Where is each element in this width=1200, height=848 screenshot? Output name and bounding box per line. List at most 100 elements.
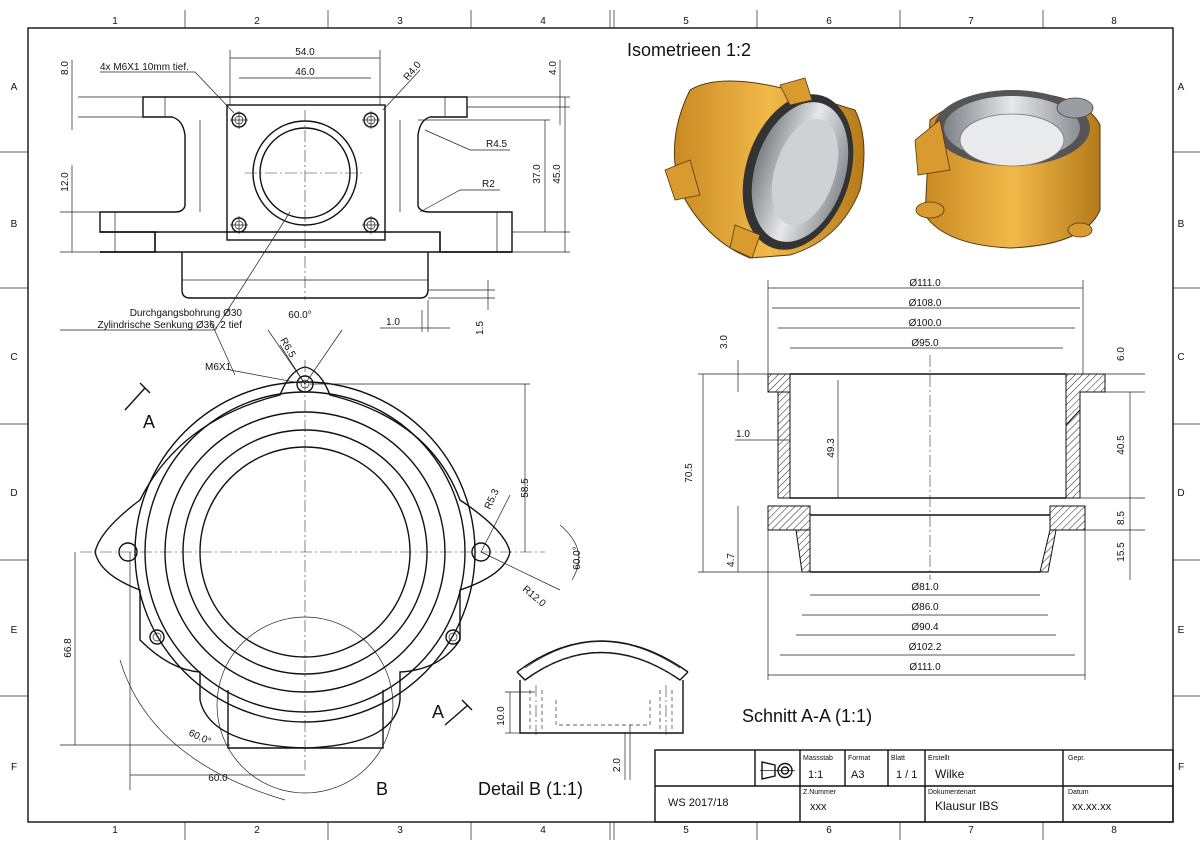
dim-6: 6.0 [1116, 347, 1127, 361]
isometric-view-1 [664, 77, 865, 259]
projection-symbol-icon [760, 761, 795, 780]
dim-493: 49.3 [826, 438, 837, 458]
dim-668: 66.8 [63, 638, 74, 658]
detail-view [505, 640, 689, 780]
row-label: B [11, 219, 18, 230]
detail-title: Detail B (1:1) [478, 779, 583, 799]
datum-label: Datum [1068, 789, 1089, 796]
col-label: 2 [254, 16, 260, 27]
col-label: 1 [112, 825, 118, 836]
col-label: 2 [254, 825, 260, 836]
semester: WS 2017/18 [668, 797, 729, 809]
massstab-label: Massstab [803, 755, 833, 762]
dim-o100: Ø100.0 [909, 318, 942, 329]
dim-o111-top: Ø111.0 [909, 278, 941, 289]
col-label: 1 [112, 16, 118, 27]
dim-o108: Ø108.0 [909, 298, 942, 309]
col-label: 4 [540, 825, 546, 836]
dim-o111-bottom: Ø111.0 [909, 662, 941, 673]
thread-hole [230, 111, 248, 129]
dokart-value: Klausur IBS [935, 799, 998, 813]
dokart-label: Dokumentenart [928, 789, 976, 796]
gepr-label: Gepr. [1068, 755, 1085, 762]
row-label: F [1178, 762, 1184, 773]
top-view [60, 319, 580, 801]
dim-585: 58.5 [520, 478, 531, 498]
dim-54: 54.0 [295, 47, 315, 58]
section-a-lower: A [432, 702, 444, 722]
dim-705: 70.5 [684, 463, 695, 483]
title-block-text: Massstab 1:1 Format A3 Blatt 1 / 1 Erste… [668, 755, 1112, 813]
erstellt-value: Wilke [935, 767, 965, 781]
section-title: Schnitt A-A (1:1) [742, 706, 872, 726]
col-label: 3 [397, 825, 403, 836]
bore-note-1: Durchgangsbohrung Ø30 [130, 308, 243, 319]
dim-405: 40.5 [1116, 435, 1127, 455]
row-label: C [1177, 352, 1184, 363]
dim-37: 37.0 [532, 164, 543, 184]
dim-o1022: Ø102.2 [909, 642, 942, 653]
col-label: 8 [1111, 825, 1117, 836]
dim-15: 1.5 [475, 321, 486, 335]
dim-o95: Ø95.0 [911, 338, 939, 349]
dim-o81: Ø81.0 [911, 582, 939, 593]
detail-dim-10: 10.0 [496, 706, 507, 726]
dim-46: 46.0 [295, 67, 315, 78]
thread-hole [230, 216, 248, 234]
front-view-labels: 4x M6X1 10mm tief. 54.0 46.0 R4.0 R4.5 R… [60, 47, 563, 335]
bore-note-2: Zylindrische Senkung Ø36, 2 tief [97, 320, 242, 331]
dim-45: 45.0 [552, 164, 563, 184]
detail-labels: 10.0 2.0 Detail B (1:1) [478, 706, 623, 799]
col-label: 4 [540, 16, 546, 27]
dim-r12: R12.0 [520, 584, 548, 610]
section-view [698, 280, 1145, 680]
col-label: 6 [826, 825, 832, 836]
dim-47: 4.7 [726, 553, 737, 567]
erstellt-label: Erstellt [928, 755, 949, 762]
dim-r4: R4.0 [402, 59, 424, 83]
row-label: D [10, 488, 17, 499]
thread-hole [362, 216, 380, 234]
znummer-label: Z.Nummer [803, 789, 837, 796]
row-label: B [1178, 219, 1185, 230]
isometric-title: Isometrieen 1:2 [627, 40, 751, 60]
frame-column-labels: 1 2 3 4 5 6 7 8 1 2 3 4 5 6 7 8 [112, 16, 1117, 836]
col-label: 5 [683, 16, 689, 27]
dim-4: 4.0 [548, 61, 559, 75]
section-labels: Ø111.0 Ø108.0 Ø100.0 Ø95.0 3.0 6.0 1.0 4… [684, 278, 1127, 726]
row-label: F [11, 762, 17, 773]
title-block [654, 749, 1174, 823]
znummer-value: xxx [810, 801, 827, 813]
col-label: 7 [968, 16, 974, 27]
row-label: C [10, 352, 17, 363]
detail-b-marker: B [376, 779, 388, 799]
dim-3: 3.0 [719, 335, 730, 349]
row-label: A [1178, 82, 1185, 93]
col-label: 7 [968, 825, 974, 836]
dim-o86: Ø86.0 [911, 602, 939, 613]
dim-155: 15.5 [1116, 542, 1127, 562]
dim-angle-60-right: 60.0° [572, 546, 583, 569]
blatt-value: 1 / 1 [896, 769, 917, 781]
dim-1: 1.0 [736, 429, 750, 440]
dim-12: 12.0 [60, 172, 71, 192]
thread-note: 4x M6X1 10mm tief. [100, 62, 189, 73]
drawing-frame [0, 10, 1200, 840]
thread-hole [362, 111, 380, 129]
dim-1: 1.0 [386, 317, 400, 328]
dim-r2: R2 [482, 179, 495, 190]
row-label: E [1178, 625, 1185, 636]
col-label: 8 [1111, 16, 1117, 27]
dim-8: 8.0 [60, 61, 71, 75]
row-label: A [11, 82, 18, 93]
dim-r45: R4.5 [486, 139, 508, 150]
dim-r53: R5.3 [483, 487, 502, 511]
datum-value: xx.xx.xx [1072, 801, 1112, 813]
row-label: E [11, 625, 18, 636]
front-view [60, 50, 570, 332]
frame-row-labels: A B C D E F A B C D E F [10, 82, 1184, 773]
dim-85: 8.5 [1116, 511, 1127, 525]
section-a-upper: A [143, 412, 155, 432]
isometric-view-2 [914, 90, 1101, 249]
